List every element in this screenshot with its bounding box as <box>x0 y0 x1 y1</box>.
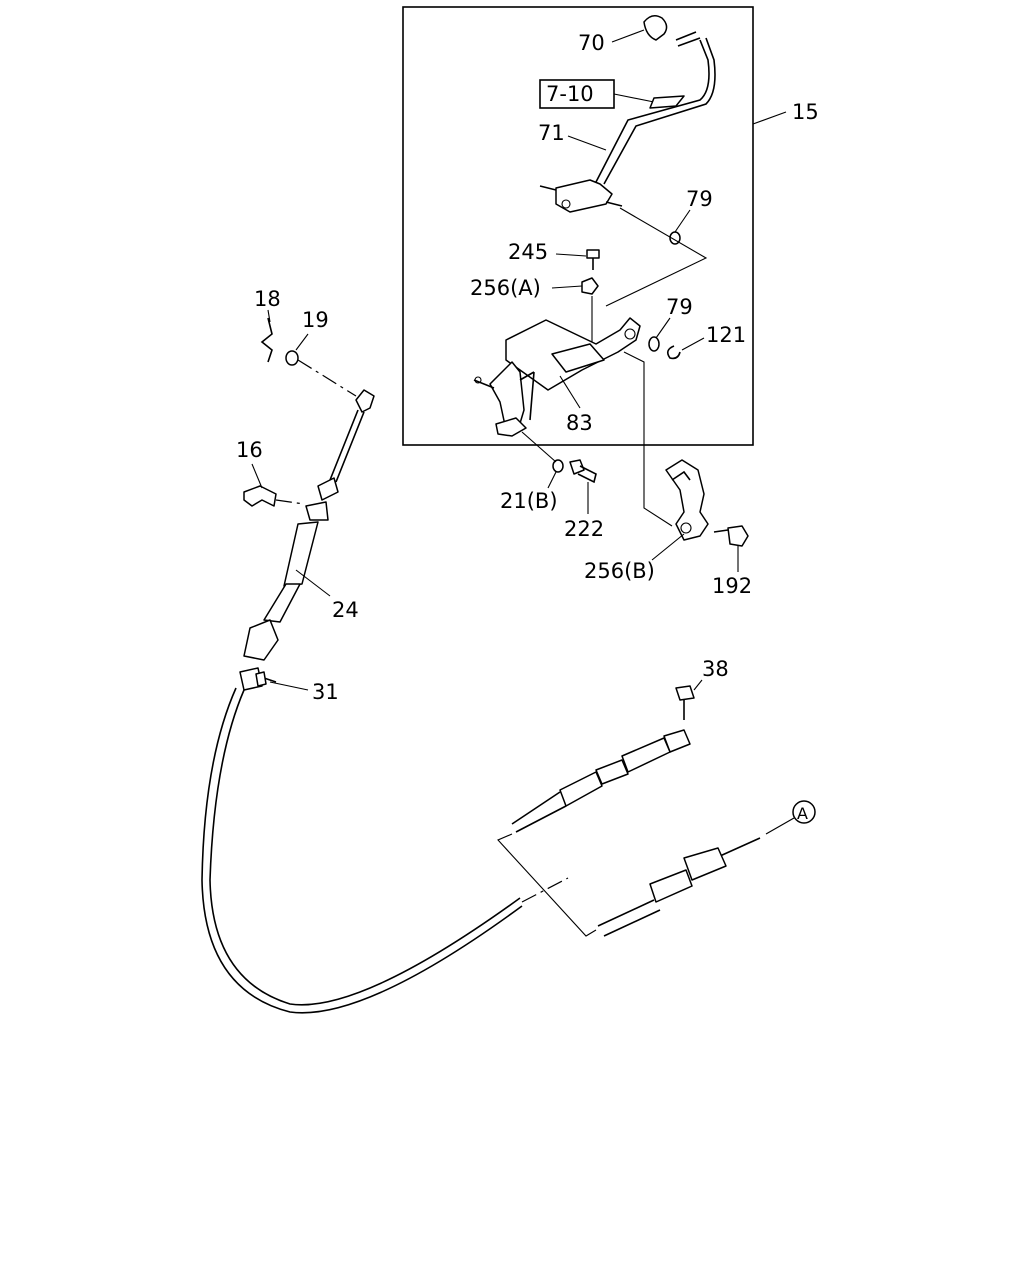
label-192: 192 <box>712 574 752 598</box>
assembly-line-cable-main <box>521 877 569 903</box>
assembly-line-16 <box>275 499 305 505</box>
lever-256b <box>665 459 709 541</box>
leader-79-top <box>674 209 691 233</box>
label-19: 19 <box>302 308 329 332</box>
label-18: 18 <box>254 287 281 311</box>
label-245: 245 <box>508 240 548 264</box>
leader-256a <box>551 285 583 289</box>
leader-16 <box>251 463 263 489</box>
nut-256a <box>581 277 599 295</box>
washer-79-lower <box>648 336 660 352</box>
leader-121 <box>681 337 705 351</box>
assembly-line-21b <box>521 431 557 463</box>
leader-71 <box>567 135 607 151</box>
washer-21b <box>552 459 564 473</box>
cable-end-lower <box>597 837 761 937</box>
label-70: 70 <box>578 31 605 55</box>
shift-knob-70 <box>643 15 668 41</box>
label-79-top: 79 <box>686 187 713 211</box>
leader-31 <box>269 681 309 691</box>
leader-a <box>765 817 795 835</box>
label-plate <box>649 95 685 109</box>
label-16: 16 <box>236 438 263 462</box>
label-24: 24 <box>332 598 359 622</box>
bolt-192 <box>713 525 749 547</box>
label-222: 222 <box>564 517 604 541</box>
leader-38 <box>693 679 703 691</box>
cable-end-upper <box>511 729 691 833</box>
ref-marker-a <box>792 800 816 824</box>
bracket-83 <box>473 317 641 437</box>
label-256a: 256(A) <box>470 276 541 300</box>
leader-83 <box>559 375 581 409</box>
label-21b: 21(B) <box>500 489 558 513</box>
label-15: 15 <box>792 100 819 124</box>
clip-121 <box>666 345 681 360</box>
washer-19 <box>285 350 299 366</box>
leader-15 <box>752 111 787 125</box>
leader-256b <box>651 533 685 561</box>
leader-79-lower <box>655 317 671 339</box>
label-256b: 256(B) <box>584 559 655 583</box>
assembly-frame <box>402 6 754 446</box>
label-71: 71 <box>538 121 565 145</box>
clip-16 <box>243 485 277 507</box>
label-38: 38 <box>702 657 729 681</box>
leader-19 <box>295 333 309 351</box>
shift-cable-24 <box>201 389 523 1014</box>
assembly-line-256b <box>623 351 673 527</box>
leader-21b <box>547 471 557 489</box>
label-a: A <box>797 804 808 823</box>
label-79-lower: 79 <box>666 295 693 319</box>
clip-18 <box>260 317 273 363</box>
bolt-38 <box>675 685 695 720</box>
bolt-222 <box>569 459 597 484</box>
label-121: 121 <box>706 323 746 347</box>
leader-70 <box>611 29 645 43</box>
assembly-line <box>605 207 708 307</box>
leader-24 <box>295 569 331 597</box>
nipple-31 <box>255 671 277 687</box>
leader-245 <box>555 253 587 257</box>
label-7-10: 7-10 <box>546 82 594 106</box>
assembly-line-19 <box>297 359 357 397</box>
leader-18 <box>267 309 271 323</box>
bolt-245 <box>586 249 600 270</box>
assembly-line-cable <box>497 833 597 937</box>
label-83: 83 <box>566 411 593 435</box>
leader-7-10 <box>613 93 655 103</box>
label-31: 31 <box>312 680 339 704</box>
shift-lever-71 <box>539 31 716 213</box>
